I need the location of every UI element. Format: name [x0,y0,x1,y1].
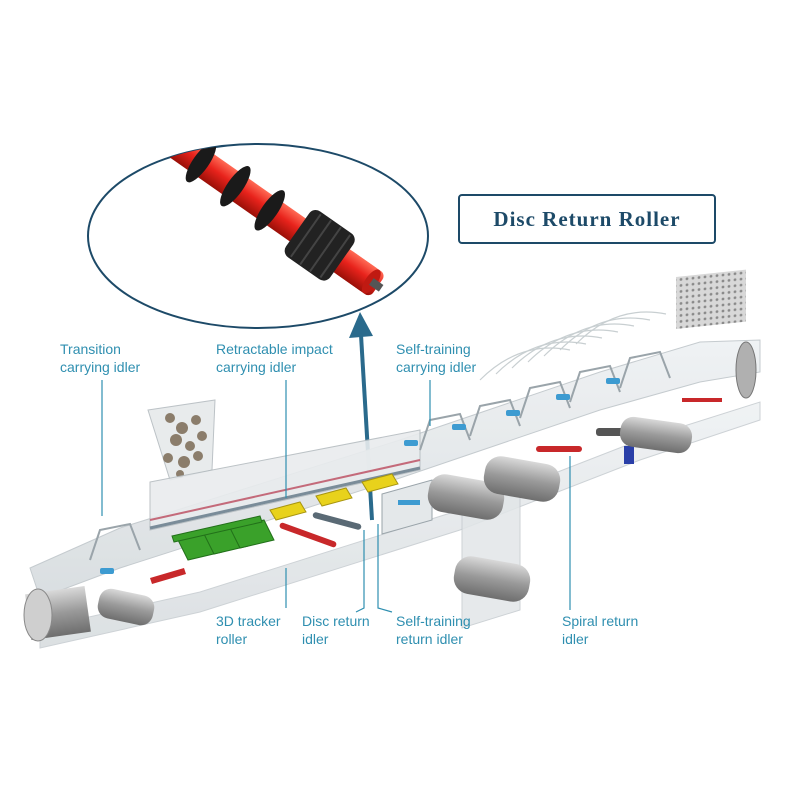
snub-drum [619,416,693,454]
take-up-drum-mid [483,456,561,502]
belt-cover [479,311,667,381]
leader-lines [101,380,571,613]
tail-drum [23,586,91,642]
diagram-title: Disc Return Roller [458,194,716,244]
take-up-drum-top [427,474,505,520]
loading-hopper [147,399,421,531]
inset-oval [87,143,429,329]
disc-return-roller-photo [88,144,384,296]
return-drum-1 [97,588,155,626]
impact-bed [171,515,275,561]
yellow-idlers [269,473,399,521]
head-drum [676,269,757,399]
pulleys [23,269,757,642]
idler-rollers-blue [100,378,620,574]
take-up-drum-bottom [453,556,531,602]
